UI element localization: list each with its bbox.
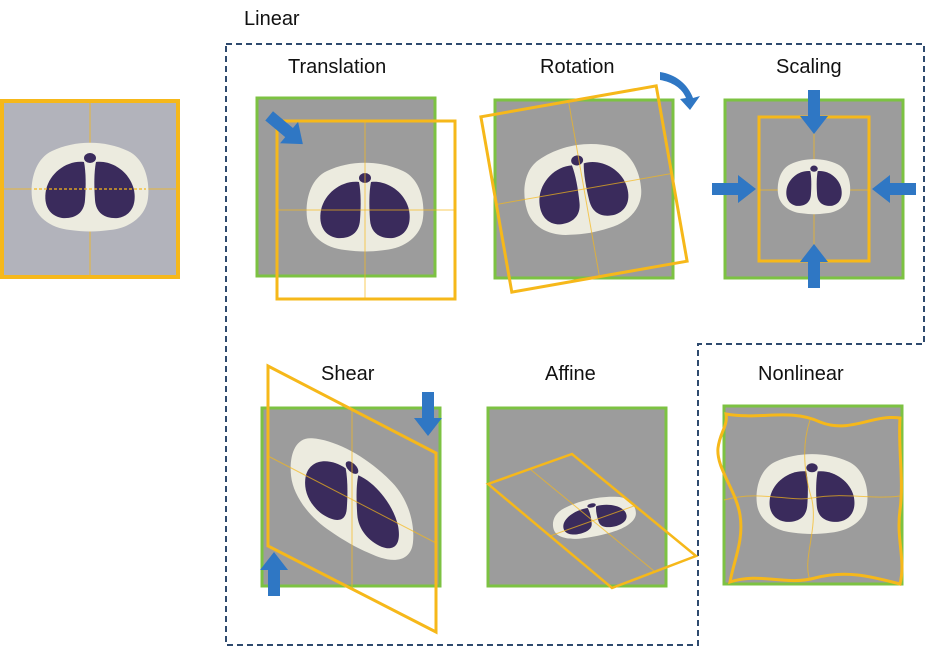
translation-panel — [255, 96, 457, 301]
scaling-label: Scaling — [776, 56, 842, 78]
shear-panel — [260, 363, 442, 635]
rotation-panel — [479, 72, 700, 294]
nonlinear-panel — [716, 404, 904, 586]
nonlinear-label: Nonlinear — [758, 363, 844, 385]
linear-group-outline — [225, 43, 925, 646]
shear-label: Shear — [321, 363, 375, 385]
affine-label: Affine — [545, 363, 596, 385]
rotation-label: Rotation — [540, 56, 615, 78]
scaling-panel — [712, 90, 916, 288]
linear-group-label: Linear — [244, 8, 300, 30]
affine-panel — [485, 406, 699, 590]
rotate-arrow-icon — [660, 72, 700, 110]
source-image — [0, 99, 180, 279]
translation-label: Translation — [288, 56, 387, 78]
